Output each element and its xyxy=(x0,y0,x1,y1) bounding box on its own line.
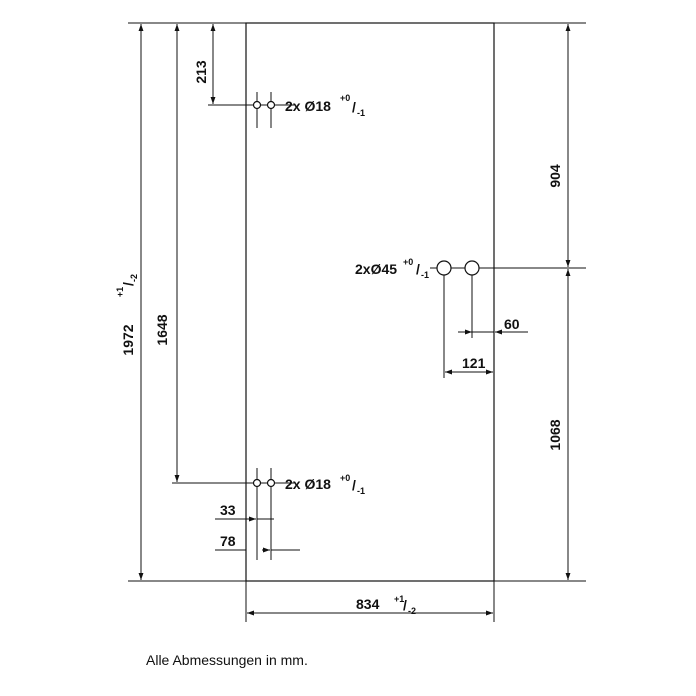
svg-text:/: / xyxy=(416,261,420,277)
hinge-holes-top-tol-lower: -1 xyxy=(357,108,365,118)
dim-hinge-x1: 33 xyxy=(220,502,236,518)
hinge-hole-top-1 xyxy=(252,100,262,110)
dim-door-width: 834 xyxy=(356,596,380,612)
dim-hinge-spacing: 1648 xyxy=(154,314,170,345)
hinge-hole-bottom-1 xyxy=(252,478,262,488)
dim-door-width-tol-lower: -2 xyxy=(408,606,416,616)
hinge-hole-bottom-2 xyxy=(266,478,276,488)
svg-text:/: / xyxy=(352,477,356,493)
hinge-holes-bottom-tol-lower: -1 xyxy=(357,486,365,496)
dim-handle-from-top: 904 xyxy=(547,164,563,188)
handle-hole-2 xyxy=(464,260,480,276)
dim-handle-x1: 60 xyxy=(504,316,520,332)
handle-hole-1 xyxy=(436,260,452,276)
hinge-holes-bottom-tol-upper: +0 xyxy=(340,473,350,483)
hinge-holes-bottom-label: 2x Ø18 xyxy=(285,476,331,492)
handle-holes-tol-upper: +0 xyxy=(403,257,413,267)
dim-handle-from-bottom: 1068 xyxy=(547,419,563,450)
dim-door-height-tol-lower: -2 xyxy=(129,274,139,282)
hinge-holes-top-tol-upper: +0 xyxy=(340,93,350,103)
handle-holes-tol-lower: -1 xyxy=(421,270,429,280)
svg-text:/: / xyxy=(120,282,136,286)
dim-hinge-x2: 78 xyxy=(220,533,236,549)
svg-text:/: / xyxy=(352,99,356,115)
dim-door-height-tol-upper: +1 xyxy=(115,287,125,297)
dim-door-height: 1972 xyxy=(120,324,136,355)
hinge-holes-top-label: 2x Ø18 xyxy=(285,98,331,114)
door-outline xyxy=(245,22,495,582)
svg-text:/: / xyxy=(403,597,407,613)
footer-note: Alle Abmessungen in mm. xyxy=(146,652,308,668)
dim-hinge-offset-top: 213 xyxy=(193,60,209,84)
dim-door-width-tol-upper: +1 xyxy=(394,594,404,604)
dim-handle-x2: 121 xyxy=(462,355,486,371)
handle-holes-label: 2xØ45 xyxy=(355,261,397,277)
hinge-hole-top-2 xyxy=(266,100,276,110)
